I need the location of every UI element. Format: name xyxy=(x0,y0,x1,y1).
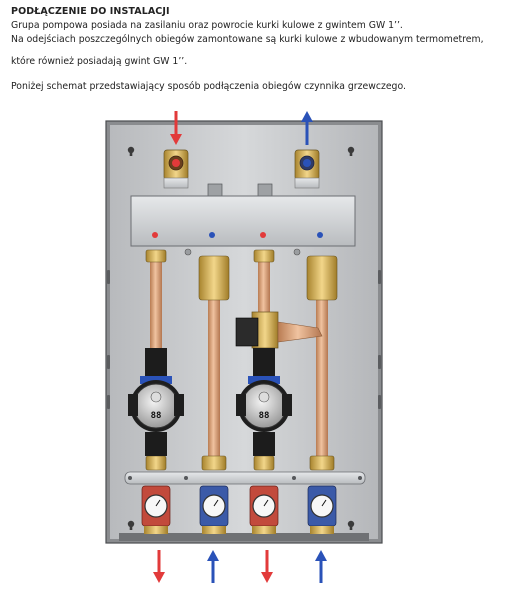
mixing-valve xyxy=(235,311,323,349)
supply-thermometer-valve-1 xyxy=(141,485,171,534)
paragraph-line-1: Grupa pompowa posiada na zasilaniu oraz … xyxy=(11,20,403,31)
paragraph-line-2: Na odejściach poszczególnych obiegów zam… xyxy=(11,33,484,45)
return-arrow-out-icon xyxy=(301,111,313,145)
section-heading: PODŁĄCZENIE DO INSTALACJI xyxy=(11,6,170,17)
copper-pipes xyxy=(150,258,328,458)
return-thermometer-valve-1 xyxy=(199,485,229,534)
return-indicator-icon xyxy=(209,232,215,238)
bracket xyxy=(207,183,223,197)
bottom-rail xyxy=(124,471,366,485)
bracket xyxy=(257,183,273,197)
supply-arrow-out-icon xyxy=(261,550,273,583)
cabinet-bottom-plate xyxy=(119,533,369,541)
supply-indicator-icon xyxy=(152,232,158,238)
installation-diagram: 88 88 xyxy=(105,111,383,583)
mounting-hole-icon xyxy=(127,520,135,530)
mounting-hole-icon xyxy=(347,146,355,156)
valve-actuator xyxy=(235,317,259,347)
return-arrow-in-icon xyxy=(207,550,219,583)
document-text: PODŁĄCZENIE DO INSTALACJI Grupa pompowa … xyxy=(11,6,501,93)
supply-arrow-out-icon xyxy=(153,550,165,583)
supply-ball-valve-top xyxy=(163,149,189,189)
return-arrow-in-icon xyxy=(315,550,327,583)
return-ball-valve-top xyxy=(294,149,320,189)
return-thermometer-valve-2 xyxy=(307,485,337,534)
circulation-pump-right: 88 xyxy=(236,348,292,456)
pump-display: 88 xyxy=(259,411,270,421)
top-manifold xyxy=(130,195,356,256)
pipe-fittings xyxy=(145,249,338,471)
supply-thermometer-valve-2 xyxy=(249,485,279,534)
paragraph-line-3: które również posiadają gwint GW 1’’. xyxy=(11,56,188,67)
paragraph-diagram-intro: Poniżej schemat przedstawiający sposób p… xyxy=(11,80,406,92)
pump-display: 88 xyxy=(151,411,162,421)
cabinet-side-slots xyxy=(107,270,381,409)
mounting-hole-icon xyxy=(127,146,135,156)
supply-indicator-icon xyxy=(260,232,266,238)
mounting-hole-icon xyxy=(347,520,355,530)
return-indicator-icon xyxy=(317,232,323,238)
supply-arrow-in-icon xyxy=(170,111,182,145)
circulation-pump-left: 88 xyxy=(128,348,184,456)
